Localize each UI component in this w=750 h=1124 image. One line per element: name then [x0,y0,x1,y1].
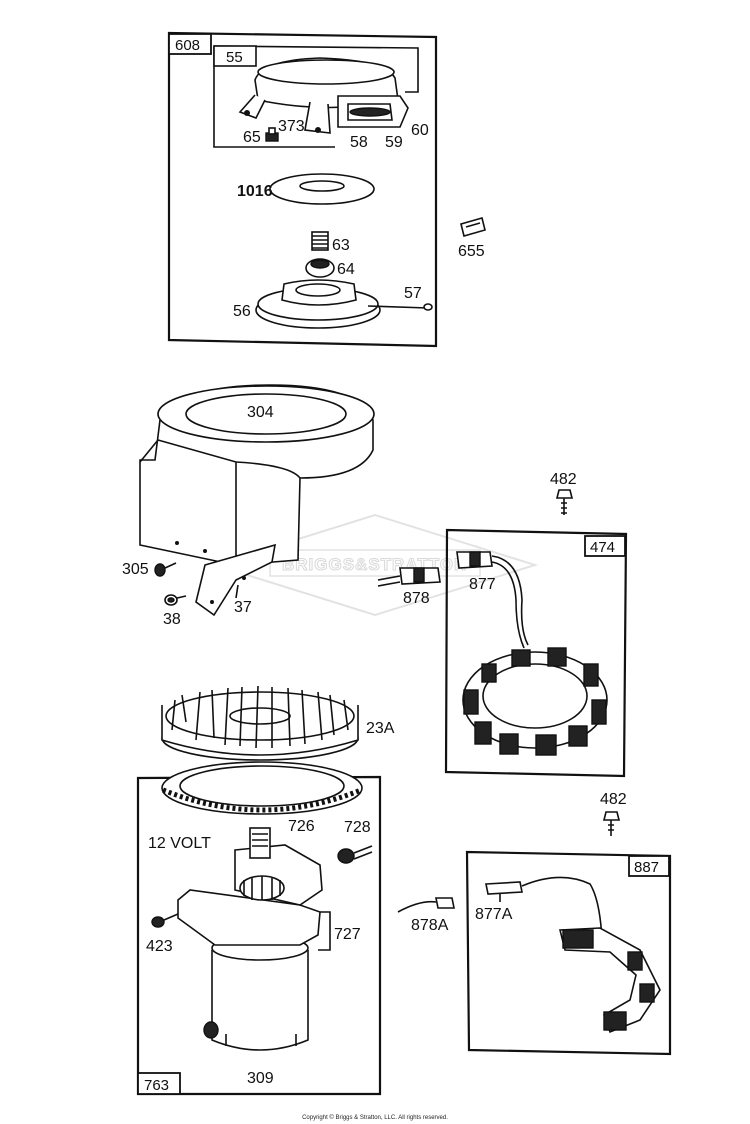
label-309: 309 [247,1070,274,1087]
assembly-608: 608 55 373 65 58 59 60 [167,31,438,348]
label-1016: 1016 [237,183,273,200]
screw-65 [265,127,279,142]
label-305: 305 [122,561,149,578]
box-label-608: 608 [175,37,200,54]
fan-23A [161,685,359,761]
assembly-887: 887 877A [465,850,672,1056]
box-label-763: 763 [144,1077,169,1094]
pulley-56 [255,279,433,329]
alternator-coil [558,927,661,1034]
label-60: 60 [411,122,429,139]
assembly-474: 474 877 [444,528,628,778]
decal-655 [460,217,486,237]
screw-482-upper [555,489,574,515]
label-63: 63 [332,237,350,254]
label-726: 726 [288,818,315,835]
label-64: 64 [337,261,355,278]
label-304: 304 [247,404,274,421]
screw-305 [154,562,177,577]
starter-bracket [177,827,331,951]
label-482-lower: 482 [600,791,627,808]
starter-handle [337,95,409,128]
connector-877A [485,876,603,941]
blower-housing-304 [139,384,375,617]
starter-motor-309 [203,935,309,1051]
retainer-64 [305,258,335,278]
label-482-upper: 482 [550,471,577,488]
label-59: 59 [385,134,403,151]
label-58: 58 [350,134,368,151]
label-56: 56 [233,303,251,320]
label-878: 878 [403,590,430,607]
box-label-887: 887 [634,859,659,876]
connector-878 [377,567,441,587]
box-label-55: 55 [226,49,243,66]
label-878A: 878A [411,917,449,934]
label-727: 727 [334,926,361,943]
label-655: 655 [458,243,485,260]
label-57: 57 [404,285,422,302]
washer-1016 [269,173,375,205]
label-12-volt: 12 VOLT [148,835,211,852]
screw-482-lower [602,811,621,836]
connector-877 [456,551,529,649]
label-877A: 877A [475,906,513,923]
screw-423 [151,913,179,928]
alternator-ring [462,647,608,756]
label-65: 65 [243,129,261,146]
starter-housing [238,57,399,134]
copyright-notice: Copyright © Briggs & Stratton, LLC. All … [302,1115,448,1121]
label-23A: 23A [366,720,395,737]
label-373: 373 [278,118,305,135]
spring-63 [311,231,329,251]
box-label-474: 474 [590,539,615,556]
label-37: 37 [234,599,252,616]
label-38: 38 [163,611,181,628]
label-728: 728 [344,819,371,836]
assembly-763: 763 726 728 12 VOLT 309 [136,761,382,1096]
ring-gear-726 [161,761,363,815]
connector-878A [397,897,455,913]
watermark-text: BRIGGS&STRATTON [282,555,467,574]
screw-38 [164,594,187,606]
briggs-stratton-watermark: BRIGGS&STRATTON [211,513,539,617]
bolt-728 [337,845,373,864]
label-877: 877 [469,576,496,593]
label-423: 423 [146,938,173,955]
